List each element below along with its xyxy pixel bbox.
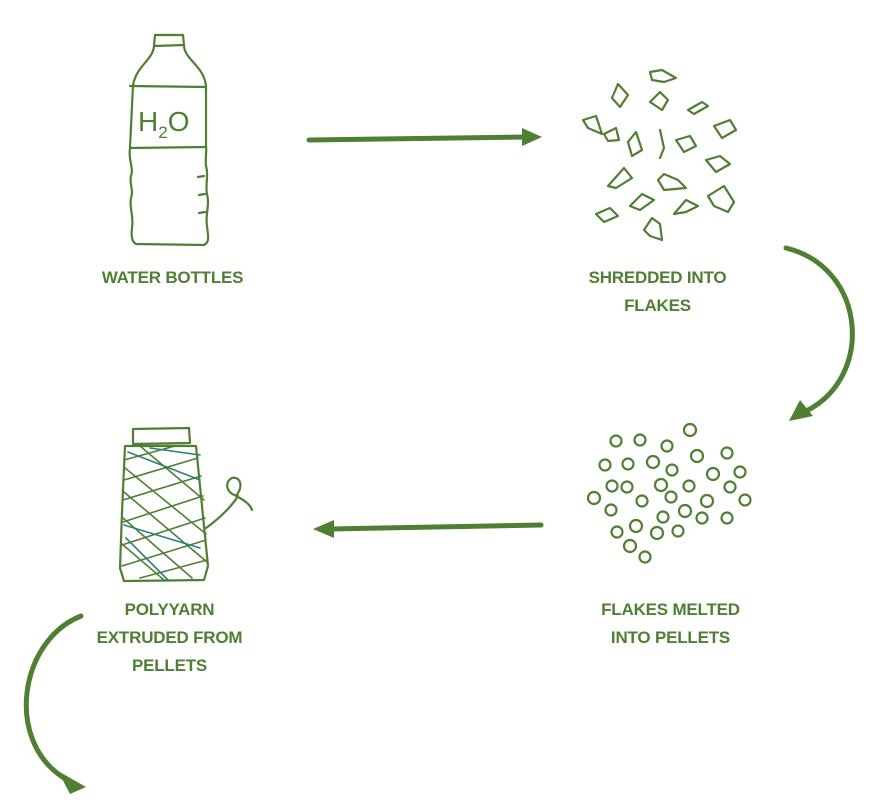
label-line: FLAKES <box>624 296 691 315</box>
water-bottle-icon <box>128 33 210 247</box>
label-line: PELLETS <box>131 656 208 675</box>
arrow-pellets-to-yarn <box>313 520 544 538</box>
label-line: WATER BOTTLES <box>101 268 244 287</box>
label-line: POLYYARN <box>124 600 215 619</box>
arrow-yarn-to-next <box>23 613 86 794</box>
label-line: FLAKES MELTED <box>601 600 740 619</box>
label-line: SHREDDED INTO <box>588 268 727 287</box>
flakes-icon <box>581 68 738 242</box>
step-label-polyyarn: POLYYARN EXTRUDED FROM PELLETS <box>67 596 272 680</box>
arrow-flakes-to-pellets <box>783 245 855 421</box>
step-label-shredded-flakes: SHREDDED INTO FLAKES <box>555 264 760 320</box>
arrow-bottles-to-flakes <box>306 128 542 146</box>
yarn-spool-icon <box>118 426 254 583</box>
pellets-icon <box>586 422 752 564</box>
step-label-water-bottles: WATER BOTTLES <box>70 264 275 292</box>
bottle-label-h2o: H2O <box>138 106 189 142</box>
label-line: EXTRUDED FROM <box>96 628 243 647</box>
label-line: INTO PELLETS <box>610 628 731 647</box>
step-label-melted-pellets: FLAKES MELTED INTO PELLETS <box>568 596 773 652</box>
